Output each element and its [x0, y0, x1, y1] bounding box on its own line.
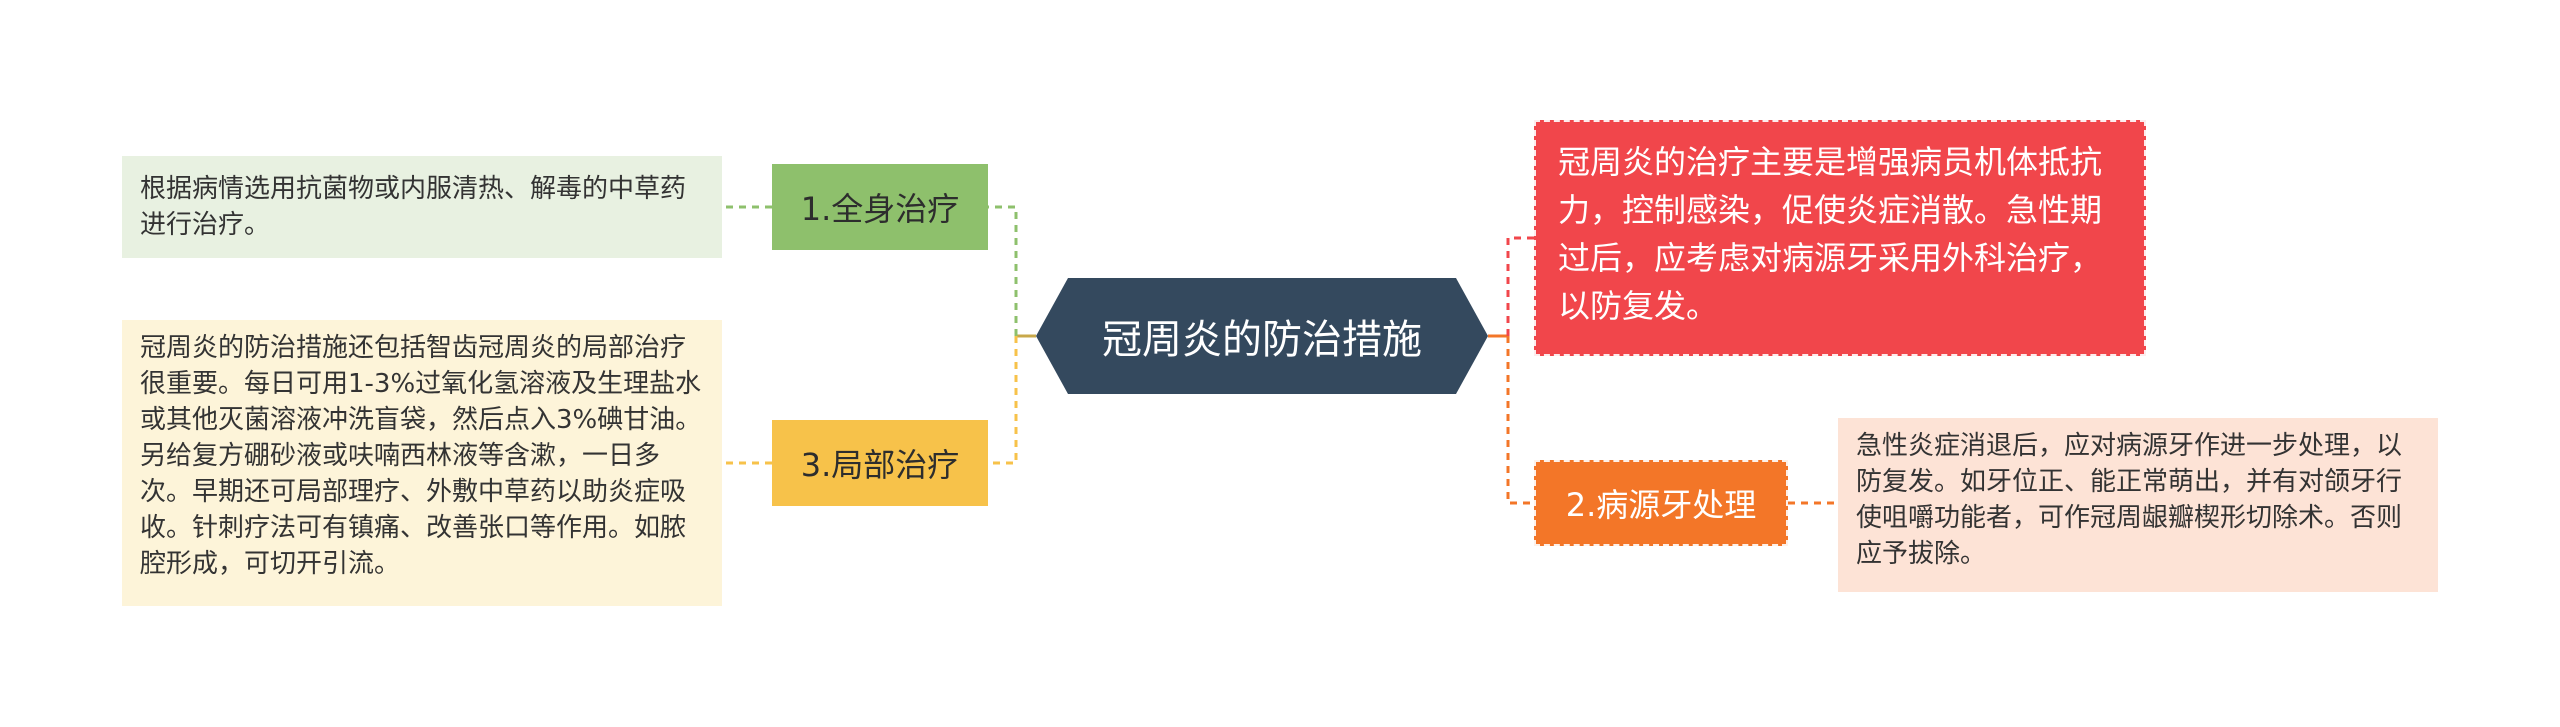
tooth-detail-text: 急性炎症消退后，应对病源牙作进一步处理，以防复发。如牙位正、能正常萌出，并有对颌…: [1856, 431, 2403, 569]
tooth-handling-node[interactable]: 2.病源牙处理: [1534, 460, 1788, 546]
treatment-summary-node[interactable]: 冠周炎的治疗主要是增强病员机体抵抗力，控制感染，促使炎症消散。急性期过后，应考虑…: [1534, 120, 2146, 356]
connector-to-systemic: [988, 205, 1018, 336]
central-topic-title: 冠周炎的防治措施: [1102, 317, 1422, 363]
connector-to-tooth: [1506, 336, 1534, 505]
tooth-handling-label: 2.病源牙处理: [1565, 486, 1757, 524]
local-treatment-node[interactable]: 3.局部治疗: [772, 420, 988, 506]
local-detail-node: 冠周炎的防治措施还包括智齿冠周炎的局部治疗很重要。每日可用1-3%过氧化氢溶液及…: [122, 320, 722, 606]
systemic-detail-text: 根据病情选用抗菌物或内服清热、解毒的中草药进行治疗。: [140, 174, 687, 240]
systemic-treatment-node[interactable]: 1.全身治疗: [772, 164, 988, 250]
connector-to-summary: [1506, 236, 1534, 336]
systemic-detail-node: 根据病情选用抗菌物或内服清热、解毒的中草药进行治疗。: [122, 156, 722, 258]
central-topic-node[interactable]: 冠周炎的防治措施: [1036, 278, 1488, 394]
tooth-detail-node: 急性炎症消退后，应对病源牙作进一步处理，以防复发。如牙位正、能正常萌出，并有对颌…: [1838, 418, 2438, 592]
treatment-summary-text: 冠周炎的治疗主要是增强病员机体抵抗力，控制感染，促使炎症消散。急性期过后，应考虑…: [1558, 143, 2103, 325]
connector-to-local: [988, 336, 1018, 465]
systemic-treatment-label: 1.全身治疗: [800, 190, 960, 228]
local-detail-text: 冠周炎的防治措施还包括智齿冠周炎的局部治疗很重要。每日可用1-3%过氧化氢溶液及…: [140, 333, 702, 579]
local-treatment-label: 3.局部治疗: [800, 446, 960, 484]
